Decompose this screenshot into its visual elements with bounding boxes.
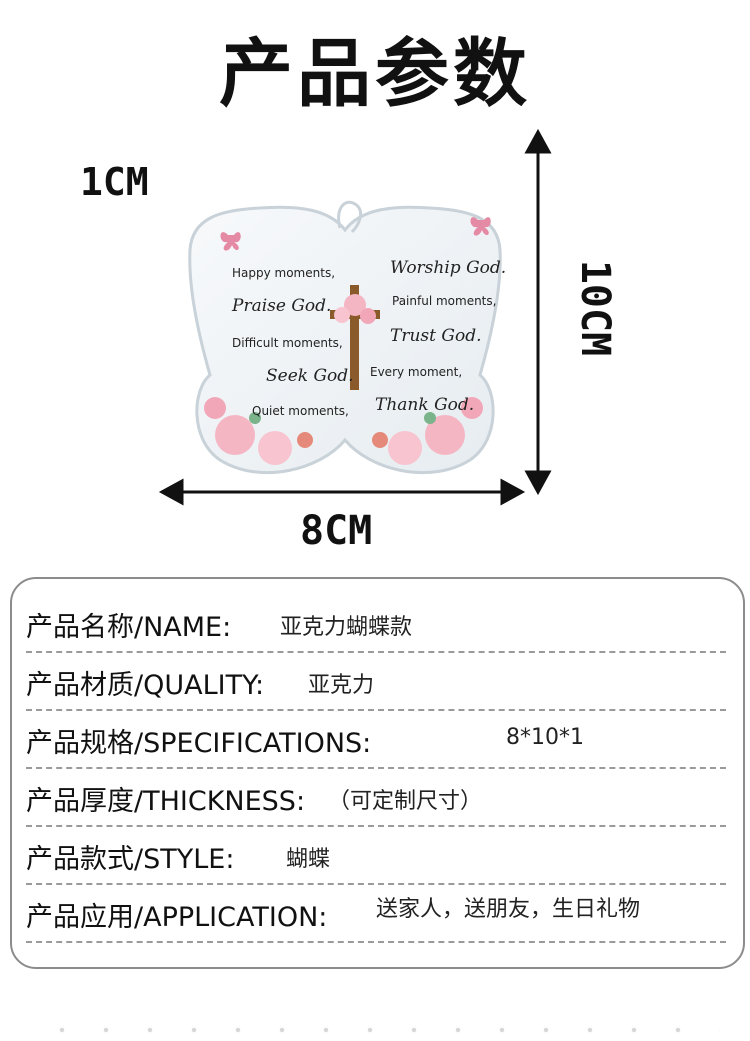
product-script-praise: Praise God. — [232, 296, 332, 316]
page-title: 产品参数 — [219, 31, 531, 117]
height-arrow — [524, 128, 552, 496]
spec-table: 产品名称/NAME: 亚克力蝴蝶款 产品材质/QUALITY: 亚克力 产品规格… — [10, 577, 745, 969]
spec-value: 8*10*1 — [506, 725, 584, 750]
pink-butterfly-icon-left — [220, 232, 241, 251]
spec-row-specifications: 产品规格/SPECIFICATIONS: 8*10*1 — [26, 709, 726, 769]
spec-label: 产品厚度/THICKNESS: — [26, 786, 306, 817]
spec-label: 产品款式/STYLE: — [26, 844, 235, 875]
product-line-every: Every moment, — [370, 365, 463, 379]
product-line-quiet: Quiet moments, — [252, 404, 349, 418]
thickness-dimension-label: 1CM — [80, 160, 149, 204]
width-dimension-label: 8CM — [300, 508, 373, 554]
butterfly-acrylic-product-image: Happy moments, Praise God. Difficult mom… — [180, 190, 510, 490]
spec-row-quality: 产品材质/QUALITY: 亚克力 — [26, 651, 726, 711]
product-script-seek: Seek God. — [266, 366, 354, 386]
spec-row-style: 产品款式/STYLE: 蝴蝶 — [26, 825, 726, 885]
height-dimension-label: 10CM — [572, 259, 618, 357]
product-line-happy: Happy moments, — [232, 266, 336, 280]
spec-value: （可定制尺寸） — [328, 789, 483, 814]
product-script-thank: Thank God. — [375, 395, 475, 415]
pink-butterfly-icon-right — [470, 217, 491, 236]
spec-value: 送家人，送朋友，生日礼物 — [376, 897, 641, 922]
butterfly-shape — [188, 200, 502, 475]
spec-row-thickness: 产品厚度/THICKNESS: （可定制尺寸） — [26, 767, 726, 827]
flower-cluster-right — [372, 397, 483, 465]
spec-label: 产品规格/SPECIFICATIONS: — [26, 728, 372, 759]
spec-row-application: 产品应用/APPLICATION: 送家人，送朋友，生日礼物 — [26, 883, 726, 943]
spec-label: 产品材质/QUALITY: — [26, 670, 265, 701]
spec-label: 产品应用/APPLICATION: — [26, 902, 328, 933]
product-script-worship: Worship God. — [390, 258, 507, 278]
product-line-difficult: Difficult moments, — [232, 336, 343, 350]
product-script-trust: Trust God. — [390, 326, 482, 346]
spec-value: 蝴蝶 — [286, 847, 331, 872]
cross-icon — [330, 285, 380, 390]
flower-cluster-left — [204, 397, 313, 465]
product-line-painful: Painful moments, — [392, 294, 497, 308]
spec-value: 亚克力蝴蝶款 — [280, 615, 413, 640]
spec-value: 亚克力 — [308, 673, 375, 698]
spec-label: 产品名称/NAME: — [26, 612, 232, 643]
spec-row-name: 产品名称/NAME: 亚克力蝴蝶款 — [26, 593, 726, 653]
decorative-dot-row — [40, 1025, 720, 1035]
